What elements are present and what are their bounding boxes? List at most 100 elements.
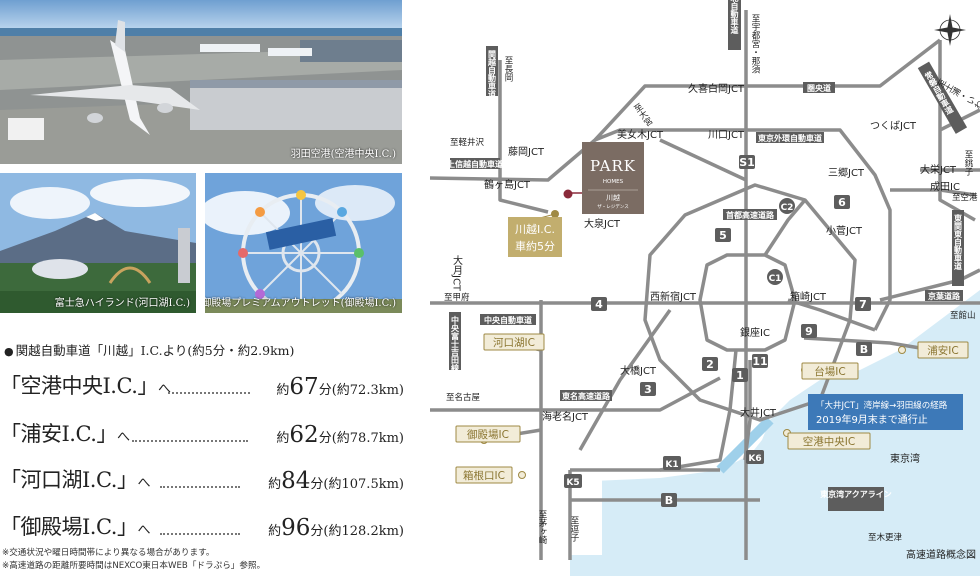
svg-text:5: 5 xyxy=(719,229,727,242)
svg-text:至名古屋: 至名古屋 xyxy=(446,392,481,403)
svg-text:6: 6 xyxy=(838,196,846,209)
svg-text:首都高速道路: 首都高速道路 xyxy=(726,210,775,220)
svg-text:つくばJCT: つくばJCT xyxy=(870,120,917,132)
route-destination: 「河口湖I.C.」へ xyxy=(0,468,150,492)
svg-text:御殿場IC: 御殿場IC xyxy=(467,428,509,441)
svg-text:中央自動車道: 中央自動車道 xyxy=(484,315,532,325)
svg-text:浦安IC: 浦安IC xyxy=(927,344,958,357)
svg-text:京葉道路: 京葉道路 xyxy=(928,291,961,301)
svg-text:関越自動車道: 関越自動車道 xyxy=(487,49,497,99)
route-row: 「浦安I.C.」へ 約62分(約78.7km) xyxy=(0,416,404,452)
route-row: 「空港中央I.C.」へ 約67分(約72.3km) xyxy=(0,368,404,404)
svg-text:成田IC: 成田IC xyxy=(930,181,960,193)
svg-text:東京湾アクアライン: 東京湾アクアライン xyxy=(820,489,892,499)
svg-text:2019年9月末まで通行止: 2019年9月末まで通行止 xyxy=(816,413,928,426)
svg-text:東北自動車道: 東北自動車道 xyxy=(730,0,739,35)
expressway-map: 「大井JCT」湾岸線→羽田線の経路 2019年9月末まで通行止 PARK HOM… xyxy=(420,0,980,576)
haneda-photo: 羽田空港(空港中央I.C.) xyxy=(0,0,402,164)
svg-text:4: 4 xyxy=(595,298,603,311)
svg-text:至長岡: 至長岡 xyxy=(503,56,513,82)
svg-text:至甲府: 至甲府 xyxy=(444,292,470,303)
route-time: 約84分(約107.5km) xyxy=(268,468,404,494)
svg-text:1: 1 xyxy=(736,369,744,382)
svg-text:車約5分: 車約5分 xyxy=(515,239,555,253)
svg-text:C2: C2 xyxy=(781,203,794,213)
svg-text:至宇都宮・那須: 至宇都宮・那須 xyxy=(750,14,760,74)
svg-text:大泉JCT: 大泉JCT xyxy=(584,217,621,230)
svg-text:河口湖IC: 河口湖IC xyxy=(493,337,535,349)
svg-text:至茅ヶ崎: 至茅ヶ崎 xyxy=(537,510,547,544)
bay-label: 東京湾 xyxy=(890,452,920,465)
svg-text:ザ・レジデンス: ザ・レジデンス xyxy=(597,203,629,210)
gotemba-caption: 御殿場プレミアムアウトレット(御殿場I.C.) xyxy=(205,298,396,309)
svg-text:箱根口IC: 箱根口IC xyxy=(463,469,505,482)
access-lead: ●関越自動車道「川越」I.C.より(約5分・約2.9km) xyxy=(4,343,295,358)
svg-text:大栄JCT: 大栄JCT xyxy=(920,163,957,176)
fujikyu-caption: 富士急ハイランド(河口湖I.C.) xyxy=(54,298,190,309)
route-time: 約62分(約78.7km) xyxy=(276,422,404,448)
expressway-badges: 東北自動車道 関越自動車道 上信越自動車道 圏央道 東京外環自動車道 常磐自動車… xyxy=(447,0,968,511)
route-row: 「御殿場I.C.」へ 約96分(約128.2km) xyxy=(0,509,404,545)
svg-text:大月JCT: 大月JCT xyxy=(451,254,463,292)
svg-text:空港中央IC: 空港中央IC xyxy=(803,435,855,448)
svg-text:小菅JCT: 小菅JCT xyxy=(826,225,863,237)
route-destination: 「御殿場I.C.」へ xyxy=(0,515,150,539)
svg-text:至銚子: 至銚子 xyxy=(963,150,973,176)
svg-text:久喜白岡JCT: 久喜白岡JCT xyxy=(688,82,745,95)
svg-text:圏央道: 圏央道 xyxy=(807,83,831,93)
route-number-badges: S1 C2 6 5 C1 4 7 9 2 11 1 3 B K1 K6 B K5 xyxy=(564,155,872,507)
svg-text:K1: K1 xyxy=(665,460,678,470)
svg-text:至木更津: 至木更津 xyxy=(868,532,903,543)
haneda-caption: 羽田空港(空港中央I.C.) xyxy=(290,149,396,160)
map-title: 高速道路概念図 xyxy=(906,548,976,561)
leader-dots xyxy=(132,440,248,442)
svg-text:川越I.C.: 川越I.C. xyxy=(515,222,555,236)
svg-text:至軽井沢: 至軽井沢 xyxy=(450,137,485,148)
svg-text:C1: C1 xyxy=(769,274,782,284)
svg-text:「大井JCT」湾岸線→羽田線の経路: 「大井JCT」湾岸線→羽田線の経路 xyxy=(816,400,948,411)
svg-text:7: 7 xyxy=(859,298,867,311)
route-destination: 「浦安I.C.」へ xyxy=(0,422,130,446)
ic-markers xyxy=(455,333,969,484)
fujikyu-photo: 富士急ハイランド(河口湖I.C.) xyxy=(0,173,196,313)
svg-text:鶴ヶ島JCT: 鶴ヶ島JCT xyxy=(484,178,531,191)
compass-icon xyxy=(934,14,966,46)
route-row: 「河口湖I.C.」へ 約84分(約107.5km) xyxy=(0,462,404,498)
svg-text:K6: K6 xyxy=(748,454,761,464)
footnote-traffic: ※交通状況や曜日時間帯により異なる場合があります。 xyxy=(2,548,215,558)
svg-text:西新宿JCT: 西新宿JCT xyxy=(650,290,697,303)
svg-text:9: 9 xyxy=(805,325,813,338)
svg-text:藤岡JCT: 藤岡JCT xyxy=(508,146,545,158)
svg-text:HOMES: HOMES xyxy=(603,179,624,185)
svg-text:至逗子: 至逗子 xyxy=(569,516,579,542)
ic-labels: 河口湖IC 台場IC 浦安IC 御殿場IC 空港中央IC 箱根口IC xyxy=(463,337,959,482)
kawagoe-ic-marker: 川越I.C. 車約5分 xyxy=(508,210,562,257)
access-lead-text: 関越自動車道「川越」I.C.より(約5分・約2.9km) xyxy=(15,343,295,358)
svg-text:至空港: 至空港 xyxy=(952,192,978,203)
svg-text:東京外環自動車道: 東京外環自動車道 xyxy=(758,133,822,143)
svg-text:S1: S1 xyxy=(739,156,755,169)
leader-dots xyxy=(160,533,240,535)
svg-text:美女木JCT: 美女木JCT xyxy=(617,128,664,141)
svg-text:川口JCT: 川口JCT xyxy=(708,130,745,141)
svg-text:川越: 川越 xyxy=(606,193,620,202)
svg-text:至館山: 至館山 xyxy=(950,310,976,321)
svg-text:三郷JCT: 三郷JCT xyxy=(828,167,865,179)
svg-text:箱崎JCT: 箱崎JCT xyxy=(790,290,827,303)
property-brand: PARK xyxy=(590,157,636,175)
svg-text:大井JCT: 大井JCT xyxy=(740,406,777,419)
svg-text:銀座IC: 銀座IC xyxy=(740,326,770,339)
svg-text:大橋JCT: 大橋JCT xyxy=(620,364,657,377)
leader-dots xyxy=(168,392,250,394)
leader-dots xyxy=(160,486,240,488)
footnotes: ※交通状況や曜日時間帯により異なる場合があります。 ※高速道路の距離所要時間はN… xyxy=(2,547,265,573)
route-time: 約96分(約128.2km) xyxy=(268,515,404,541)
road-network xyxy=(429,10,980,560)
gotemba-photo: 御殿場プレミアムアウトレット(御殿場I.C.) xyxy=(205,173,402,313)
closure-notice: 「大井JCT」湾岸線→羽田線の経路 2019年9月末まで通行止 xyxy=(808,394,963,430)
footnote-source: ※高速道路の距離所要時間はNEXCO東日本WEB「ドラぷら」参照。 xyxy=(2,561,266,571)
property-marker: PARK HOMES 川越 ザ・レジデンス xyxy=(563,142,644,214)
svg-text:海老名JCT: 海老名JCT xyxy=(542,410,589,423)
route-time: 約67分(約72.3km) xyxy=(276,374,404,400)
svg-text:K5: K5 xyxy=(566,478,579,488)
